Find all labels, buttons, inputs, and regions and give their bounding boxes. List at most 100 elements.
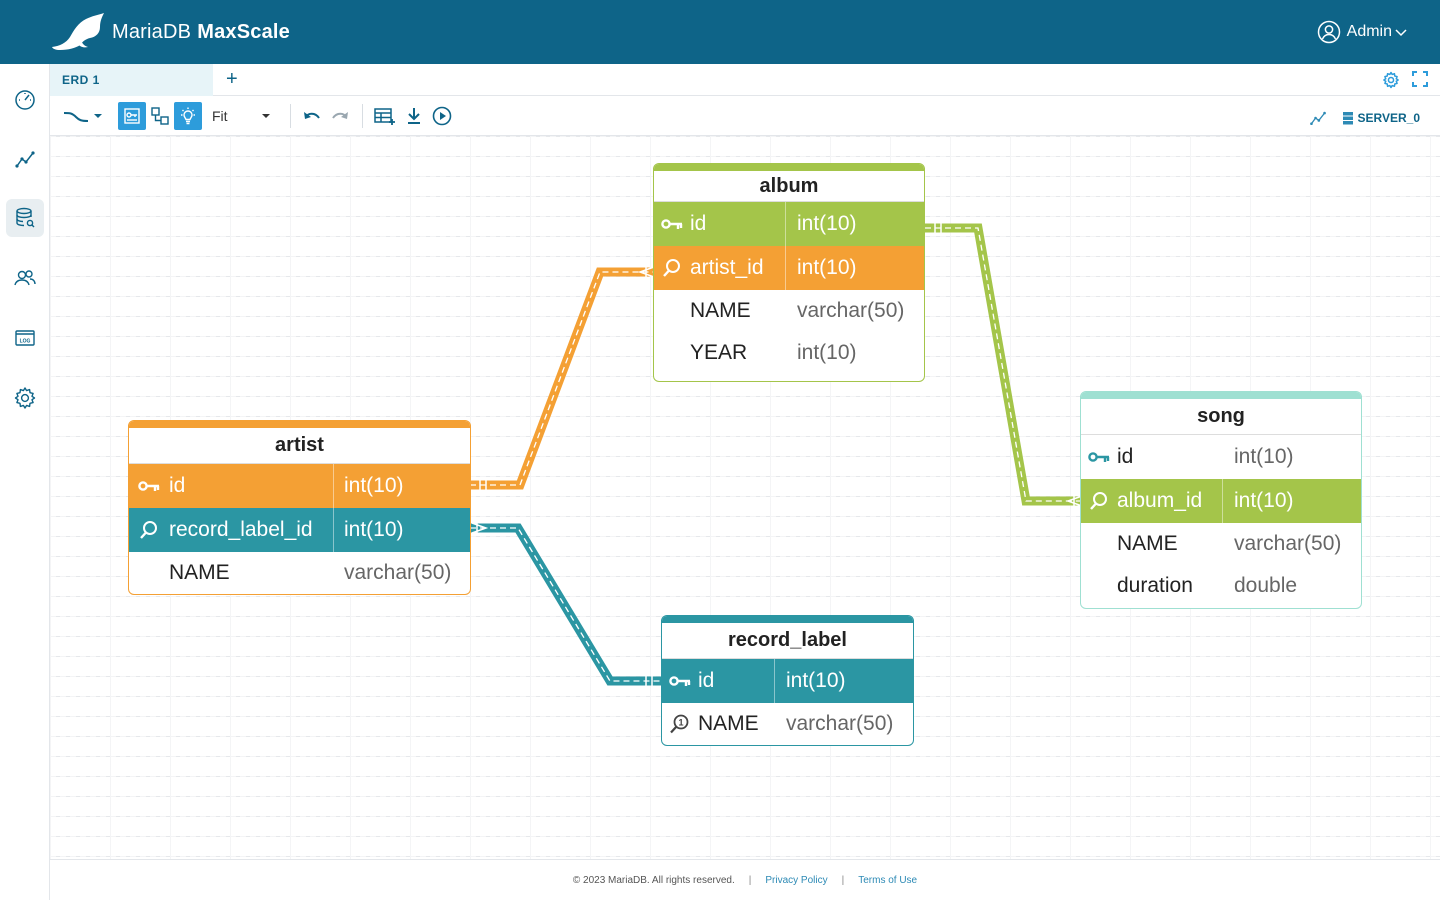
column-name: artist_id (690, 256, 764, 279)
column-name: id (169, 474, 186, 497)
sidebar-item-visualization[interactable] (6, 140, 44, 178)
zoom-select[interactable] (258, 102, 274, 130)
caret-down-icon (94, 114, 102, 118)
column-divider (785, 246, 786, 290)
key-icon (654, 218, 690, 230)
link-shape-select[interactable] (58, 102, 108, 130)
logs-icon: LOG (15, 330, 35, 346)
highlight-relationships-button[interactable] (174, 102, 202, 130)
table-row: record_label_id int(10) (129, 508, 470, 552)
toolbar-divider (362, 104, 363, 128)
table-row: id int(10) (129, 464, 470, 508)
column-name: NAME (1117, 532, 1178, 555)
table-row: id int(10) (654, 202, 924, 246)
table-title: record_label (662, 616, 913, 659)
table-row: duration double (1081, 565, 1361, 607)
apply-script-button[interactable] (430, 102, 454, 130)
table-row: 1 NAME varchar(50) (662, 703, 913, 745)
account-icon (1317, 20, 1340, 44)
table-row: id int(10) (1081, 435, 1361, 479)
column-name: id (690, 212, 707, 235)
add-tab-button[interactable]: + (226, 68, 238, 90)
column-type: int(10) (344, 474, 404, 497)
column-type: int(10) (1234, 445, 1294, 468)
column-name: duration (1117, 574, 1193, 597)
search-key-icon (1081, 491, 1117, 511)
column-name: id (698, 669, 715, 692)
column-name: record_label_id (169, 518, 313, 541)
footer: © 2023 MariaDB. All rights reserved. | P… (50, 859, 1440, 900)
download-icon (408, 108, 420, 124)
toggle-key-columns-button[interactable] (118, 102, 146, 130)
sidebar-item-settings[interactable] (6, 379, 44, 417)
gear-icon[interactable] (1382, 71, 1400, 89)
user-menu[interactable]: Admin (1317, 20, 1408, 44)
fullscreen-icon[interactable] (1412, 71, 1428, 87)
column-name: YEAR (690, 341, 748, 364)
column-type: varchar(50) (786, 712, 894, 735)
tab-erd-1[interactable]: ERD 1 (50, 64, 213, 96)
search-key-icon (129, 520, 169, 540)
column-type: int(10) (797, 341, 857, 364)
monitor-icon (1309, 111, 1326, 126)
column-name: NAME (698, 712, 759, 735)
key-icon (129, 480, 169, 492)
zoom-select-value[interactable]: Fit (212, 108, 228, 124)
users-icon (14, 270, 36, 286)
table-album[interactable]: album id int(10) artist_id int(10) NAME … (653, 163, 925, 382)
lightbulb-icon (181, 107, 195, 125)
connection-indicator[interactable]: SERVER_0 (1308, 109, 1420, 127)
table-row: NAME varchar(50) (654, 290, 924, 332)
caret-down-icon (262, 114, 270, 118)
column-type: int(10) (797, 212, 857, 235)
column-divider (333, 464, 334, 508)
sidebar-item-dashboard[interactable] (6, 80, 44, 118)
column-name: NAME (169, 561, 230, 584)
table-title: song (1081, 392, 1361, 435)
undo-button[interactable] (300, 102, 324, 130)
column-type: int(10) (786, 669, 846, 692)
sidebar-item-query-editor[interactable] (6, 199, 44, 237)
svg-text:1: 1 (678, 718, 683, 728)
table-record-label[interactable]: record_label id int(10) 1 NAME varchar(5… (661, 615, 914, 746)
table-row: artist_id int(10) (654, 246, 924, 290)
column-name: id (1117, 445, 1134, 468)
column-name: album_id (1117, 489, 1203, 512)
tab-bar: ERD 1 + (50, 64, 1440, 96)
sidebar-item-users[interactable] (6, 259, 44, 297)
table-artist[interactable]: artist id int(10) record_label_id int(10… (128, 420, 471, 595)
arrange-icon (151, 107, 169, 125)
server-icon (1342, 112, 1353, 125)
play-circle-icon (432, 106, 452, 126)
auto-arrange-button[interactable] (148, 102, 172, 130)
column-type: varchar(50) (797, 299, 905, 322)
table-row: NAME varchar(50) (129, 552, 470, 594)
erd-toolbar: Fit SERVER_0 (50, 96, 1440, 136)
product-label: MaxScale (197, 20, 290, 43)
column-name: NAME (690, 299, 751, 322)
copyright: © 2023 MariaDB. All rights reserved. (572, 874, 735, 886)
table-add-icon (374, 108, 395, 125)
redo-button[interactable] (328, 102, 352, 130)
column-type: int(10) (344, 518, 404, 541)
terms-of-use-link[interactable]: Terms of Use (858, 874, 918, 886)
key-icon (662, 675, 698, 687)
privacy-policy-link[interactable]: Privacy Policy (765, 874, 828, 886)
export-button[interactable] (402, 102, 426, 130)
table-row: NAME varchar(50) (1081, 523, 1361, 565)
column-divider (333, 508, 334, 552)
table-song[interactable]: song id int(10) album_id int(10) NAME va… (1080, 391, 1362, 609)
key-columns-icon (124, 108, 140, 124)
column-type: int(10) (1234, 489, 1294, 512)
add-table-button[interactable] (372, 102, 398, 130)
toolbar-divider (290, 104, 291, 128)
column-divider (774, 659, 775, 703)
unique-key-icon: 1 (662, 713, 698, 735)
sidebar-item-logs[interactable]: LOG (6, 319, 44, 357)
user-name: Admin (1346, 23, 1392, 40)
separator: | (841, 874, 845, 886)
column-type: int(10) (797, 256, 857, 279)
